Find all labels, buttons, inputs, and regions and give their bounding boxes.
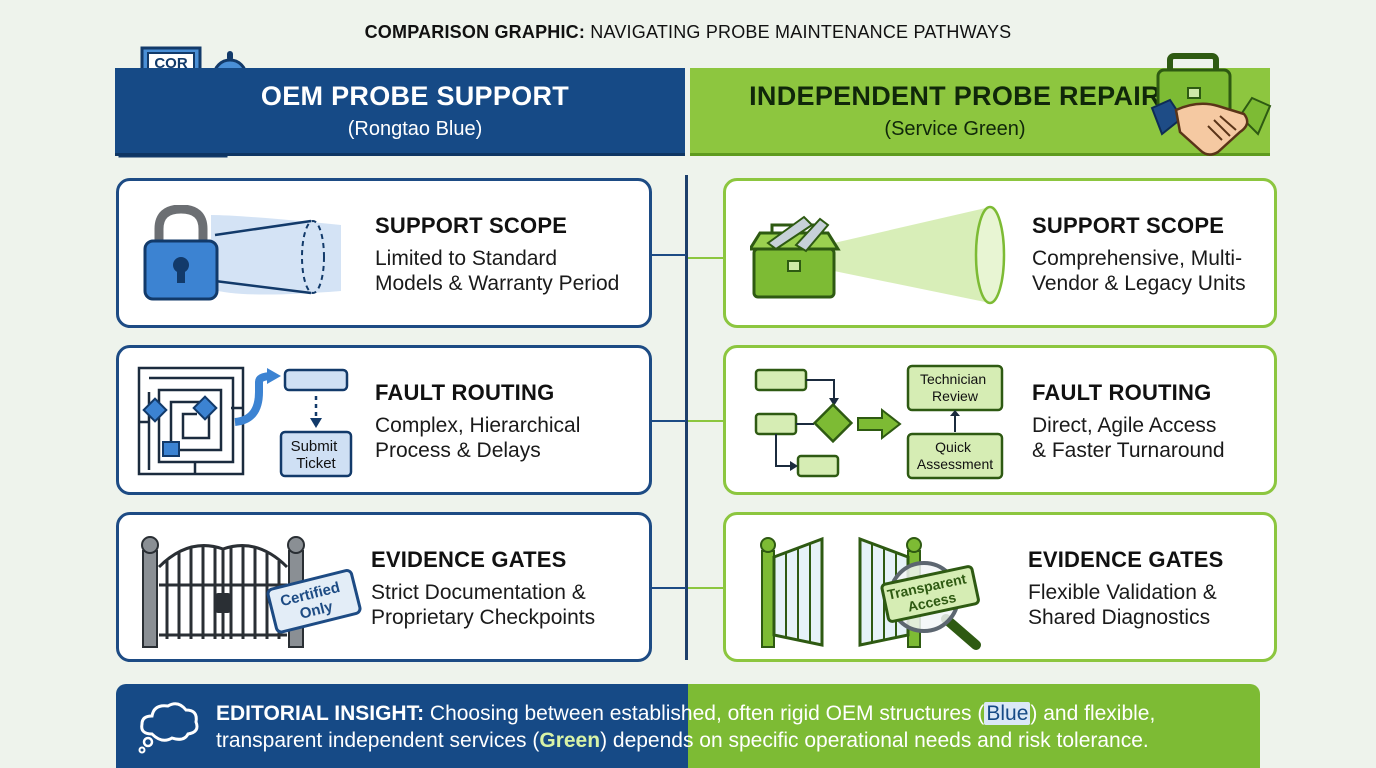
open-gate-icon: Transparent Access	[760, 536, 981, 650]
card-description: Limited to Standard Models & Warranty Pe…	[375, 247, 620, 295]
green-highlight: Green	[539, 729, 601, 752]
oem-title: OEM PROBE SUPPORT	[260, 80, 570, 111]
insight-text-part: Choosing between established, often rigi…	[424, 702, 985, 725]
independent-support-scope-card: SUPPORT SCOPE Comprehensive, Multi- Vend…	[723, 178, 1277, 328]
independent-fault-routing-card: Technician Review Quick Assessment FAULT…	[723, 345, 1277, 495]
connector-line	[652, 254, 686, 256]
card-title: SUPPORT SCOPE	[1032, 213, 1225, 238]
flowchart-icon: Technician Review Quick Assessment	[754, 364, 1004, 480]
box-label-line: Ticket	[296, 455, 336, 472]
building-label: COR	[154, 55, 188, 72]
independent-subtitle: (Service Green)	[884, 117, 1026, 140]
card-description: Flexible Validation & Shared Diagnostics	[1028, 581, 1217, 629]
svg-text:Submit Ticket: Submit Ticket	[291, 438, 342, 472]
insight-text-part: ) and flexible, transparent independent …	[216, 702, 1156, 752]
connector-line	[652, 587, 686, 589]
editorial-insight-bar: EDITORIAL INSIGHT: Choosing between esta…	[116, 684, 1260, 768]
oem-support-scope-card: SUPPORT SCOPE Limited to Standard Models…	[116, 178, 652, 328]
card-description: Complex, Hierarchical Process & Delays	[375, 414, 581, 462]
connector-line	[652, 420, 686, 422]
oem-fault-routing-card: Submit Ticket FAULT ROUTING Complex, Hie…	[116, 345, 652, 495]
insight-text: EDITORIAL INSIGHT: Choosing between esta…	[216, 700, 1236, 754]
box-label-line: Technician	[920, 371, 986, 387]
card-description: Direct, Agile Access & Faster Turnaround	[1032, 414, 1225, 462]
oem-subtitle: (Rongtao Blue)	[347, 117, 483, 140]
toolbox-icon	[750, 205, 1006, 305]
oem-header: OEM PROBE SUPPORT (Rongtao Blue)	[115, 68, 685, 156]
box-label-line: Assessment	[917, 456, 993, 472]
card-title: FAULT ROUTING	[1032, 380, 1212, 405]
oem-evidence-gates-card: Certified Only EVIDENCE GATES Strict Doc…	[116, 512, 652, 662]
connector-line	[688, 420, 723, 422]
thought-bubble-icon	[138, 702, 199, 754]
center-divider	[685, 175, 688, 660]
card-description: Comprehensive, Multi- Vendor & Legacy Un…	[1032, 247, 1246, 295]
locked-gate-icon: Certified Only	[141, 536, 362, 648]
svg-text:Quick Assessment: Quick Assessment	[917, 439, 993, 472]
card-title: EVIDENCE GATES	[371, 547, 567, 572]
connector-line	[688, 257, 723, 259]
box-label-line: Submit	[291, 438, 339, 455]
blue-highlight: Blue	[984, 702, 1031, 725]
title-prefix: COMPARISON GRAPHIC:	[364, 22, 586, 42]
connector-line	[688, 587, 723, 589]
card-description: Strict Documentation & Proprietary Check…	[371, 581, 596, 629]
title-text: NAVIGATING PROBE MAINTENANCE PATHWAYS	[585, 22, 1012, 42]
insight-text-part: ) depends on specific operational needs …	[600, 729, 1149, 752]
box-label-line: Review	[932, 388, 979, 404]
card-title: EVIDENCE GATES	[1028, 547, 1224, 572]
box-label-line: Quick	[935, 439, 972, 455]
card-title: FAULT ROUTING	[375, 380, 555, 405]
insight-label: EDITORIAL INSIGHT:	[216, 702, 425, 725]
maze-icon: Submit Ticket	[137, 366, 353, 478]
independent-title: INDEPENDENT PROBE REPAIR	[749, 80, 1161, 111]
svg-text:Technician Review: Technician Review	[920, 371, 990, 404]
padlock-icon	[143, 205, 341, 301]
briefcase-handshake-icon	[1150, 53, 1272, 156]
page-title: COMPARISON GRAPHIC: NAVIGATING PROBE MAI…	[0, 22, 1376, 43]
card-title: SUPPORT SCOPE	[375, 213, 568, 238]
independent-evidence-gates-card: Transparent Access EVIDENCE GATES Flexib…	[723, 512, 1277, 662]
